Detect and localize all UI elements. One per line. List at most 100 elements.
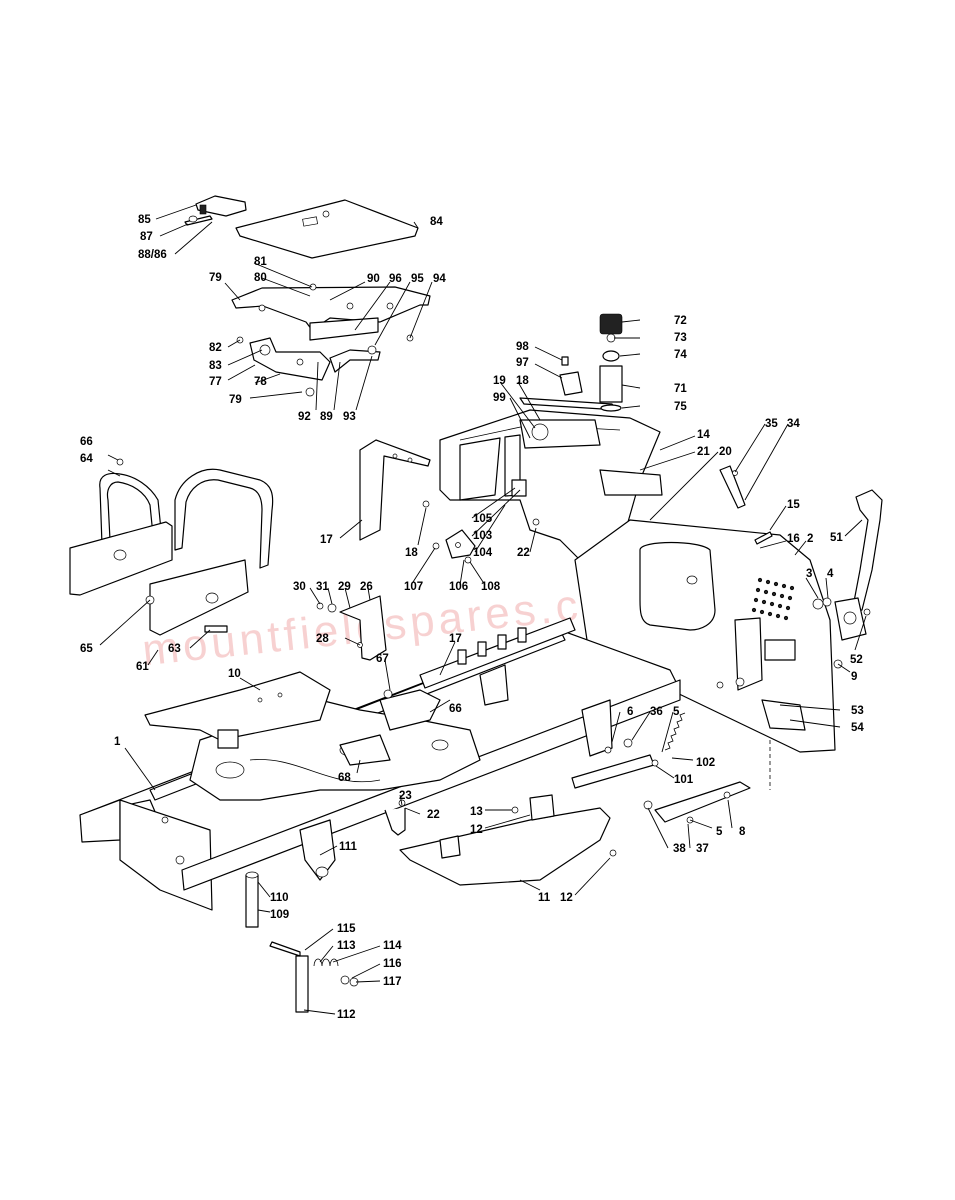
label-6: 6	[627, 706, 633, 718]
dashboard-housing	[439, 397, 663, 561]
label-54: 54	[851, 722, 864, 734]
label-79: 79	[229, 394, 242, 406]
pedal-arm	[834, 489, 883, 641]
label-25: 22	[427, 809, 440, 821]
label-4: 4	[827, 568, 834, 580]
label-116: 116	[383, 958, 402, 970]
label-66: 66	[449, 703, 462, 715]
label-61: 61	[136, 661, 149, 673]
linkage-plate	[422, 500, 476, 564]
label-106: 106	[449, 581, 468, 593]
label-98: 98	[516, 341, 529, 353]
label-111: 111	[339, 841, 358, 853]
label-117: 117	[383, 976, 402, 988]
label-82: 81	[254, 256, 267, 268]
label-63: 64	[80, 453, 93, 465]
label-97: 97	[516, 357, 529, 369]
grille	[751, 577, 795, 621]
label-94: 94	[433, 273, 446, 285]
label-83: 82	[209, 342, 222, 354]
seat-plate	[235, 199, 419, 259]
label-9: 10	[228, 668, 241, 680]
label-21: 19	[493, 375, 506, 387]
label-35: 35	[765, 418, 778, 430]
label-24: 22	[517, 547, 530, 559]
label-107: 107	[404, 581, 423, 593]
part-labels: 85 87 88/86 84 81 79 80 90 96 95 94 82 8…	[80, 214, 864, 1021]
label-31: 30	[293, 581, 306, 593]
label-74: 74	[674, 349, 687, 361]
label-51: 51	[830, 532, 843, 544]
label-10: 11	[538, 892, 551, 904]
label-99: 99	[493, 392, 506, 404]
label-84: 83	[209, 360, 222, 372]
spring-bracket	[571, 699, 686, 789]
label-7: 8	[739, 826, 746, 838]
label-96: 96	[389, 273, 402, 285]
label-8: 9	[851, 671, 857, 683]
label-105: 105	[473, 513, 493, 525]
seat-spring	[599, 313, 623, 412]
bolt-98	[559, 356, 583, 396]
label-91: 90	[367, 273, 380, 285]
label-67: 67	[376, 653, 389, 665]
label-77: 77	[209, 376, 222, 388]
bracket-5	[643, 781, 751, 824]
label-23: 21	[697, 446, 710, 458]
label-36: 36	[650, 706, 663, 718]
label-71: 71	[674, 383, 687, 395]
roll-bar	[69, 458, 274, 636]
label-52: 52	[850, 654, 863, 666]
pivot-pin	[245, 871, 259, 928]
label-92: 92	[298, 411, 311, 423]
label-90: 89	[320, 411, 333, 423]
bracket-28	[316, 595, 387, 661]
mid-bracket	[339, 664, 509, 766]
side-rail	[419, 617, 576, 689]
label-110: 110	[270, 892, 289, 904]
label-72: 72	[674, 315, 687, 327]
leader-lines	[99, 204, 867, 1015]
label-103: 103	[473, 530, 492, 542]
label-1: 1	[114, 736, 121, 748]
label-108: 108	[481, 581, 501, 593]
footplate-left	[144, 671, 331, 749]
label-64: 65	[80, 643, 93, 655]
lift-lever	[269, 941, 359, 1013]
label-101: 101	[674, 774, 694, 786]
label-115: 115	[337, 923, 356, 935]
clip-34	[719, 465, 746, 509]
label-104: 104	[473, 547, 493, 559]
label-37: 37	[696, 843, 709, 855]
label-95: 95	[411, 273, 424, 285]
label-11: 12	[560, 892, 573, 904]
label-109: 109	[270, 909, 289, 921]
label-32: 31	[316, 581, 329, 593]
side-panel	[574, 519, 836, 753]
label-102: 102	[696, 757, 715, 769]
label-112: 112	[337, 1009, 356, 1021]
label-30: 29	[338, 581, 351, 593]
label-81: 80	[254, 272, 267, 284]
label-86: 85	[138, 214, 151, 226]
label-20: 18	[516, 375, 529, 387]
seat-clip	[184, 195, 247, 226]
label-13: 13	[470, 806, 483, 818]
label-93: 93	[343, 411, 356, 423]
label-114: 114	[383, 940, 402, 952]
label-5b: 5	[716, 826, 723, 838]
label-62: 63	[168, 643, 181, 655]
label-68: 68	[338, 772, 351, 784]
seat-support	[231, 283, 431, 397]
label-28: 26	[360, 581, 373, 593]
label-85: 84	[430, 216, 443, 228]
label-73: 73	[674, 332, 687, 344]
label-89-87: 88/86	[138, 249, 167, 261]
label-75: 75	[674, 401, 687, 413]
label-88: 87	[140, 231, 153, 243]
label-16: 16	[787, 533, 800, 545]
label-5a: 5	[673, 706, 680, 718]
label-17: 17	[320, 534, 333, 546]
label-18: 18	[405, 547, 418, 559]
